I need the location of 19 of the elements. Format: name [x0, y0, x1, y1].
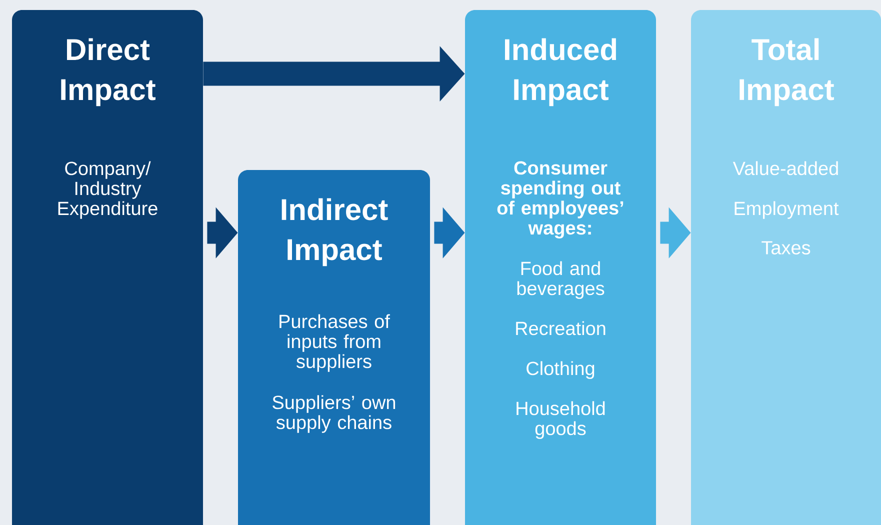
impact-column	[12, 10, 203, 525]
body-text: Taxes	[762, 241, 810, 254]
body-text: Suppliers’ own supply chains	[272, 395, 396, 433]
heading: Indirect Impact	[282, 198, 388, 266]
body-text: Household goods	[516, 401, 605, 439]
heading: Total Impact	[740, 38, 834, 106]
body-text: Food and beverages	[517, 261, 604, 299]
subheading: Consumer spending out of employees’ wages:	[497, 161, 624, 238]
body-text: Clothing	[526, 361, 594, 379]
body-text: Purchases of inputs from suppliers	[280, 314, 390, 372]
body-text: Recreation	[516, 321, 606, 336]
heading: Induced Impact	[505, 38, 616, 106]
impact-column	[691, 10, 881, 525]
heading: Direct Impact	[61, 38, 156, 106]
body-text: Value-added	[732, 161, 838, 176]
body-text: Employment	[734, 201, 839, 219]
body-text: Company/ Industry Expenditure	[58, 161, 158, 219]
impact-column	[238, 170, 430, 525]
impact-column	[465, 10, 656, 525]
